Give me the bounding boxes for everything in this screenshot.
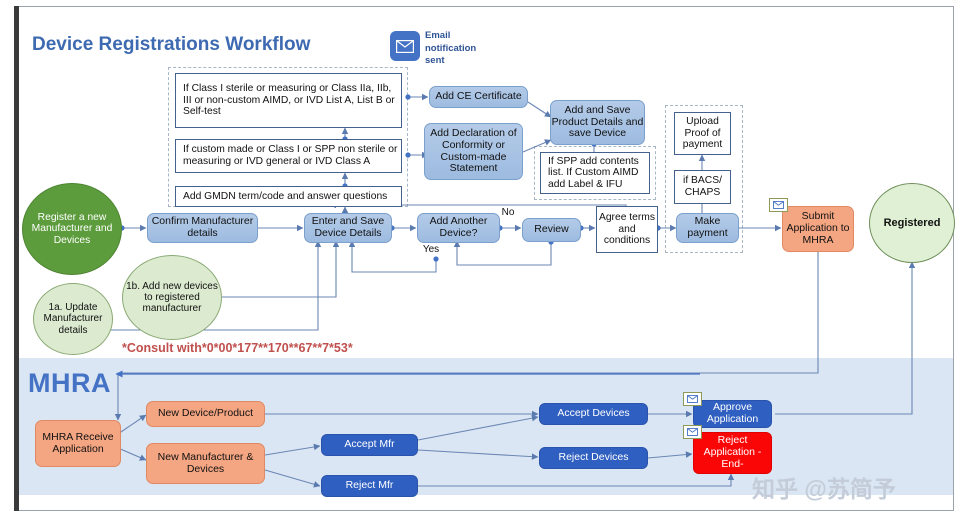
node-start-register[interactable]: Register a new Manufacturer and Devices <box>22 183 122 275</box>
edge-label-yes: Yes <box>419 243 443 257</box>
node-label: Add Declaration of Conformity or Custom-… <box>430 127 517 175</box>
node-label: Agree terms and conditions <box>598 212 656 247</box>
node-label: Submit Application to MHRA <box>786 210 850 246</box>
node-accept-devices[interactable]: Accept Devices <box>539 403 648 425</box>
email-legend-label: Email notification sent <box>425 30 477 67</box>
node-reject-devices[interactable]: Reject Devices <box>539 447 648 469</box>
node-add-save-product[interactable]: Add and Save Product Details and save De… <box>550 100 645 145</box>
node-upload-proof[interactable]: Upload Proof of payment <box>674 112 731 155</box>
node-if-bacs-chaps[interactable]: if BACS/ CHAPS <box>674 170 731 204</box>
node-label: Make payment <box>687 215 728 239</box>
node-new-manufacturer-devices[interactable]: New Manufacturer & Devices <box>146 443 265 484</box>
node-class-condition-1[interactable]: If Class I sterile or measuring or Class… <box>175 73 402 128</box>
node-label: 1b. Add new devices to registered manufa… <box>126 280 218 315</box>
node-approve-application[interactable]: Approve Application <box>693 400 772 428</box>
node-label: If SPP add contents list. If Custom AIMD… <box>548 155 639 190</box>
node-make-payment[interactable]: Make payment <box>676 213 739 243</box>
node-submit-application[interactable]: Submit Application to MHRA <box>782 206 854 252</box>
email-icon <box>769 198 788 212</box>
node-enter-save-device[interactable]: Enter and Save Device Details <box>304 213 392 243</box>
node-add-declaration[interactable]: Add Declaration of Conformity or Custom-… <box>424 123 523 180</box>
consult-annotation: *Consult with*0*00*177**170**67**7*53* <box>122 341 353 355</box>
node-label: If custom made or Class I or SPP non ste… <box>183 144 398 167</box>
node-label: Reject Application -End- <box>703 434 762 470</box>
node-mhra-receive-application[interactable]: MHRA Receive Application <box>35 420 121 467</box>
node-reject-mfr[interactable]: Reject Mfr <box>321 475 418 497</box>
node-label: 1a. Update Manufacturer details <box>43 302 103 336</box>
email-icon <box>683 392 702 406</box>
node-label: Add GMDN term/code and answer questions <box>183 190 388 202</box>
node-add-another-device[interactable]: Add Another Device? <box>417 213 500 243</box>
node-label: New Device/Product <box>157 407 254 420</box>
node-add-new-devices[interactable]: 1b. Add new devices to registered manufa… <box>122 255 222 340</box>
node-label: Register a new Manufacturer and Devices <box>31 211 113 246</box>
edge-label-no: No <box>498 206 518 220</box>
node-registered[interactable]: Registered <box>869 183 955 263</box>
node-agree-terms[interactable]: Agree terms and conditions <box>596 206 658 253</box>
watermark: 知乎 @苏简予 <box>752 476 896 502</box>
node-label: Accept Devices <box>557 407 630 420</box>
slide-left-accent-bar <box>14 6 19 511</box>
node-label: Add Another Device? <box>429 215 488 239</box>
node-review[interactable]: Review <box>522 218 581 242</box>
node-label: if BACS/ CHAPS <box>683 175 722 198</box>
email-icon <box>390 31 420 61</box>
node-label: Add CE Certificate <box>435 90 522 103</box>
node-label: Approve Application <box>706 401 759 425</box>
node-label: Confirm Manufacturer details <box>151 215 254 239</box>
node-class-condition-2[interactable]: If custom made or Class I or SPP non ste… <box>175 139 402 173</box>
node-label: MHRA Receive Application <box>42 430 114 455</box>
node-label: Add and Save Product Details and save De… <box>551 103 644 140</box>
node-accept-mfr[interactable]: Accept Mfr <box>321 434 418 456</box>
node-spp-contents[interactable]: If SPP add contents list. If Custom AIMD… <box>540 152 650 194</box>
node-label: Registered <box>883 216 941 229</box>
mhra-lane-title: MHRA <box>28 368 111 398</box>
node-label: If Class I sterile or measuring or Class… <box>183 83 395 118</box>
node-label: Review <box>534 223 569 236</box>
node-label: Reject Mfr <box>345 479 394 492</box>
node-label: Reject Devices <box>558 451 629 464</box>
node-gmdn[interactable]: Add GMDN term/code and answer questions <box>175 186 402 207</box>
node-confirm-manufacturer[interactable]: Confirm Manufacturer details <box>147 213 258 243</box>
edge-label-text: No <box>501 207 515 219</box>
node-update-manufacturer[interactable]: 1a. Update Manufacturer details <box>33 283 113 355</box>
node-label: New Manufacturer & Devices <box>157 450 254 475</box>
page-title: Device Registrations Workflow <box>32 34 311 55</box>
email-icon <box>683 425 702 439</box>
node-label: Accept Mfr <box>344 438 395 451</box>
node-new-device-product[interactable]: New Device/Product <box>146 401 265 427</box>
node-label: Enter and Save Device Details <box>311 215 385 239</box>
edge-label-text: Yes <box>422 244 440 256</box>
node-add-ce-certificate[interactable]: Add CE Certificate <box>429 86 528 108</box>
node-label: Upload Proof of payment <box>682 116 723 151</box>
node-reject-application[interactable]: Reject Application -End- <box>693 432 772 474</box>
